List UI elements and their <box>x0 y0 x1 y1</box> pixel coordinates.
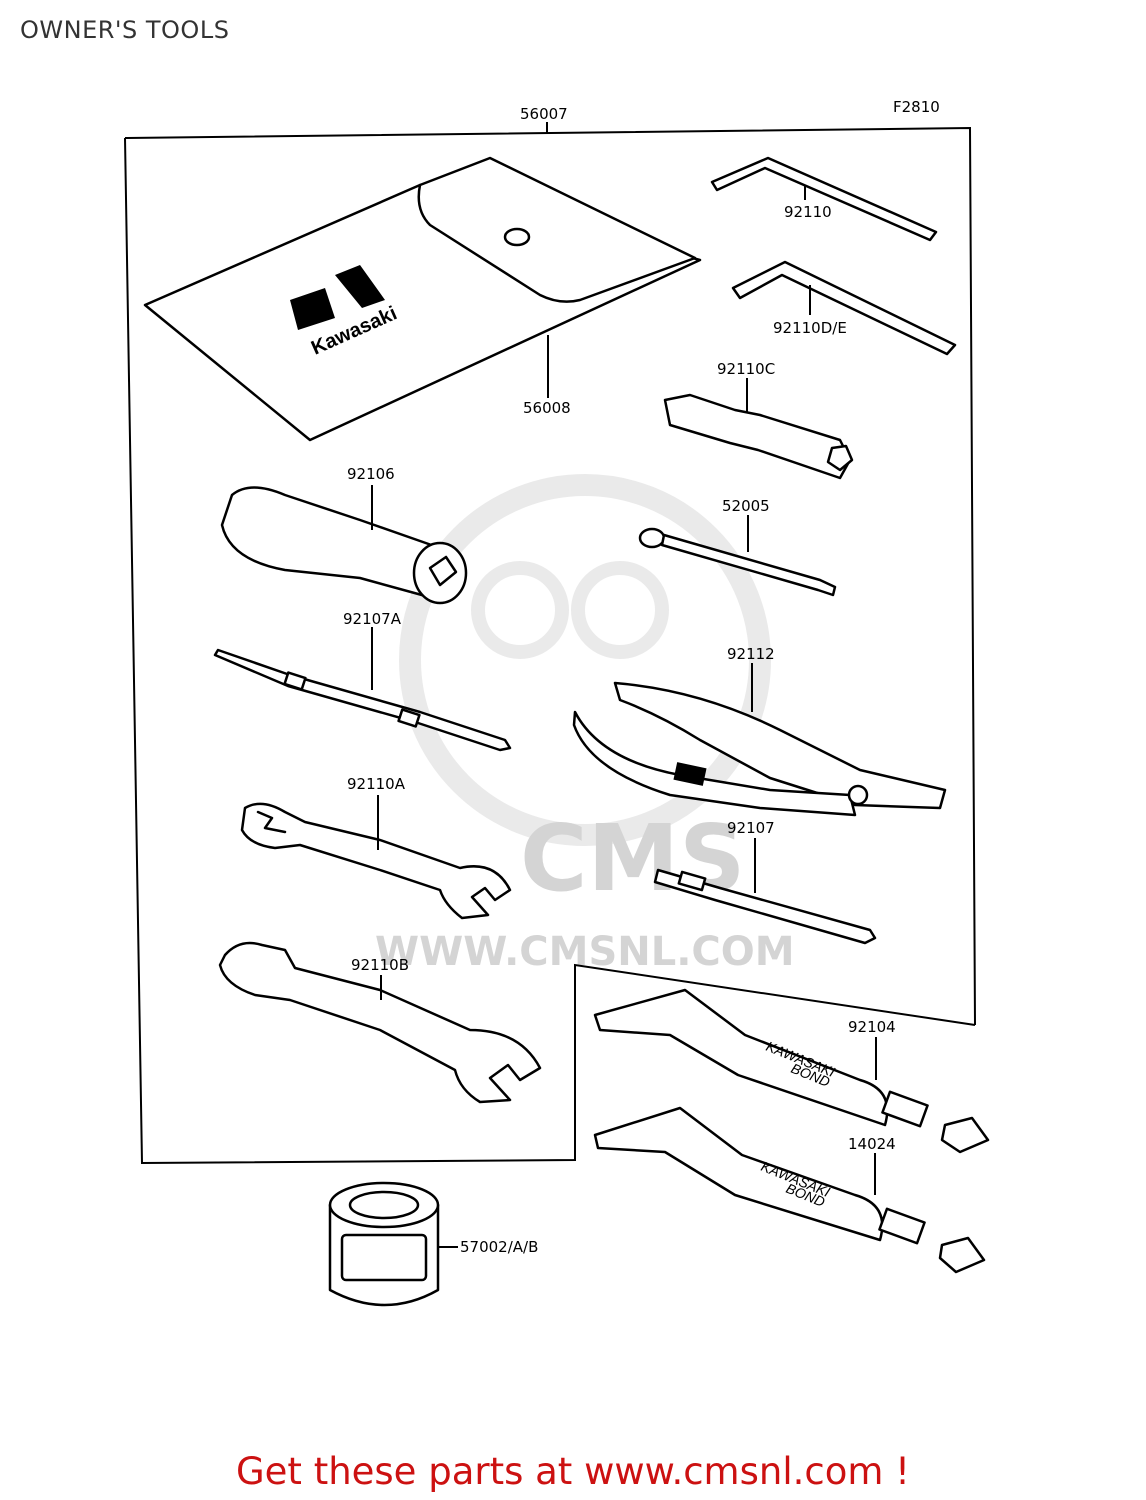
screwdriver-handle <box>220 486 468 605</box>
screwdriver <box>653 868 877 945</box>
label-kit: 56007 <box>520 105 568 123</box>
label-spoke-wrench: 52005 <box>722 497 770 515</box>
label-handle: 92106 <box>347 465 395 483</box>
label-bond-2: 14024 <box>848 1135 896 1153</box>
figure-code: F2810 <box>893 98 940 116</box>
kit-outline <box>124 122 976 1165</box>
label-pliers: 92112 <box>727 645 775 663</box>
hex-wrench-large <box>731 260 957 356</box>
label-hex-wrench-large: 92110D/E <box>773 319 847 337</box>
grease-can <box>328 1181 440 1307</box>
cmsnl-parts-link[interactable]: Get these parts at www.cmsnl.com ! <box>235 1450 910 1493</box>
label-screwdriver: 92107 <box>727 819 775 837</box>
wrench-b <box>218 941 542 1104</box>
watermark-url: WWW.CMSNL.COM <box>375 929 795 975</box>
page-title: OWNER'S TOOLS <box>20 16 230 44</box>
plug-wrench <box>663 393 854 480</box>
bond-tube-2: KAWASAKI BOND <box>593 1106 986 1274</box>
tool-pouch: Kawasaki <box>143 156 702 442</box>
spoke-wrench <box>638 527 837 597</box>
label-pouch: 56008 <box>523 399 571 417</box>
screwdriver-a <box>213 648 512 752</box>
pliers <box>572 681 947 817</box>
label-hex-wrench-small: 92110 <box>784 203 832 221</box>
label-can: 57002/A/B <box>460 1238 538 1256</box>
label-bond-1: 92104 <box>848 1018 896 1036</box>
label-screwdriver-a: 92107A <box>343 610 402 628</box>
label-wrench-b: 92110B <box>351 956 409 974</box>
wrench-a <box>240 802 512 920</box>
label-wrench-a: 92110A <box>347 775 406 793</box>
label-plug-wrench: 92110C <box>717 360 775 378</box>
hex-wrench-small <box>710 156 938 242</box>
